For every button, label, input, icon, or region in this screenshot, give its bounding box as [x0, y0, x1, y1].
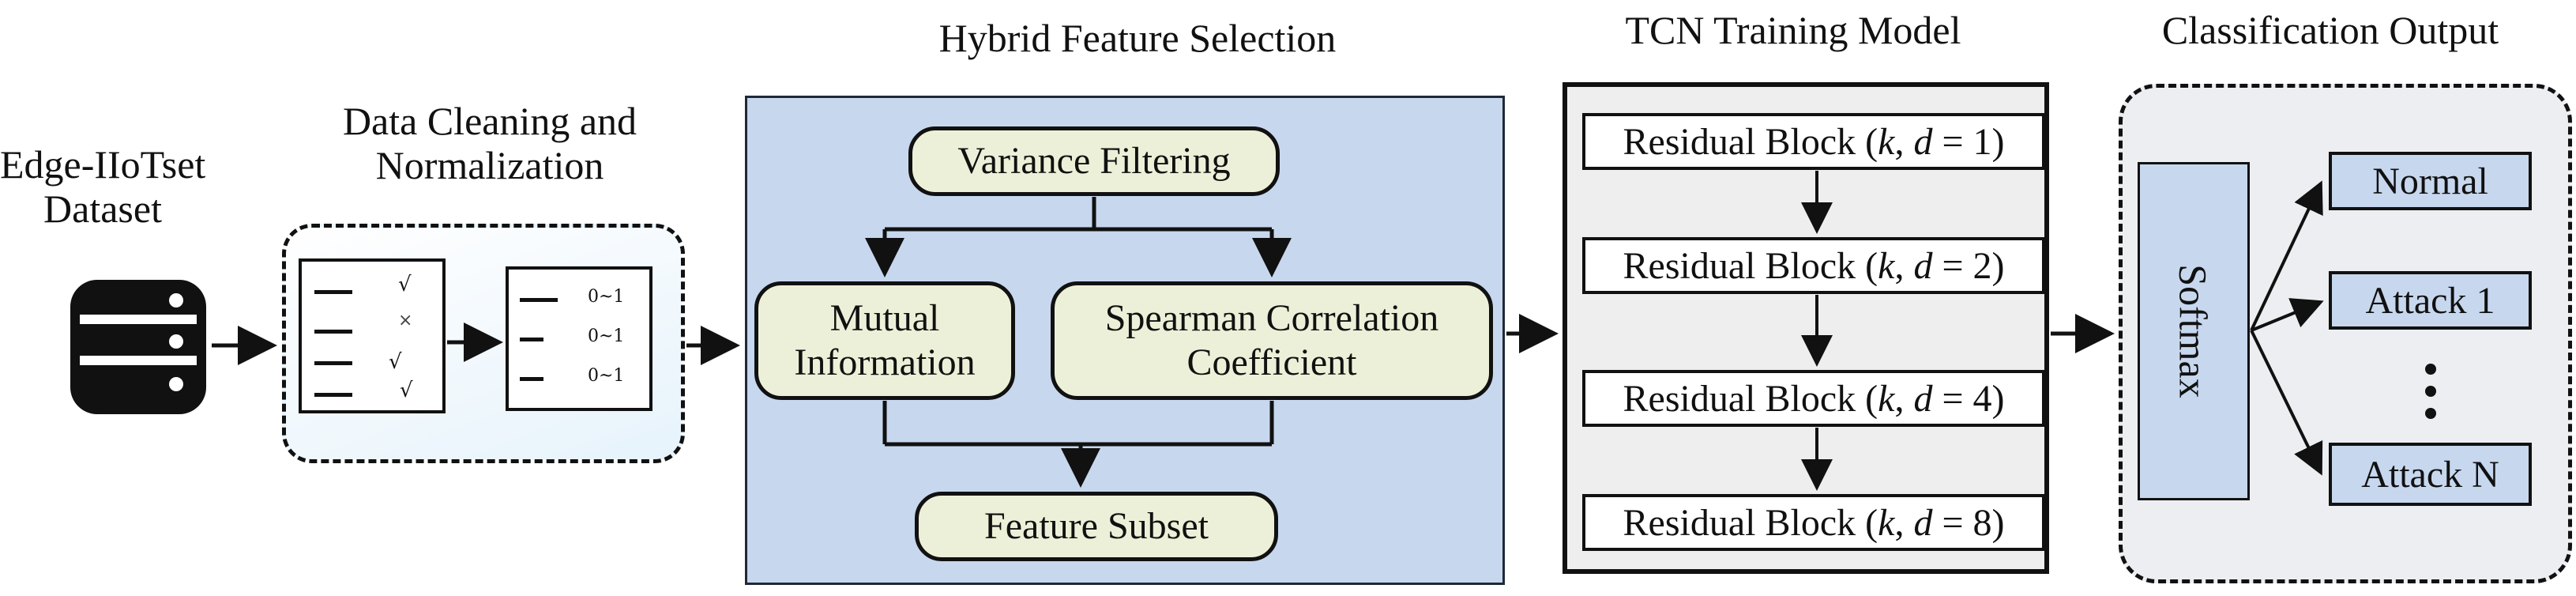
hybrid-title: Hybrid Feature Selection — [938, 16, 1337, 60]
row-line — [520, 377, 543, 381]
classification-title: Classification Output — [2161, 8, 2499, 52]
spearman-line-2: Coefficient — [1186, 341, 1357, 383]
range-label: 0~1 — [588, 366, 625, 386]
dataset-title-line-2: Dataset — [43, 187, 162, 231]
cleaning-title-line-1: Data Cleaning and — [342, 99, 637, 143]
check-mark: √ — [389, 350, 402, 374]
residual-block-3: Residual Block (k, d = 4) — [1582, 370, 2045, 427]
residual-block-2: Residual Block (k, d = 2) — [1582, 237, 2045, 294]
dilation-value: 2 — [1972, 244, 1992, 287]
output-normal: Normal — [2329, 152, 2532, 210]
database-icon — [70, 280, 206, 414]
dilation-value: 1 — [1972, 120, 1992, 163]
variance-filtering-box: Variance Filtering — [908, 126, 1280, 196]
ellipsis-dot — [2425, 386, 2436, 397]
residual-block-label: Residual Block — [1623, 377, 1856, 420]
spearman-line-1: Spearman Correlation — [1104, 297, 1439, 339]
residual-block-1: Residual Block (k, d = 1) — [1582, 113, 2045, 170]
cross-mark: × — [398, 311, 413, 330]
dataset-title: Edge-IIoTset Dataset — [0, 142, 205, 231]
ellipsis-dot — [2425, 364, 2436, 375]
row-line — [520, 298, 558, 302]
spearman-correlation-box: Spearman Correlation Coefficient — [1051, 281, 1493, 400]
row-line — [314, 361, 352, 365]
normalized-data-sheet: 0~1 0~1 0~1 — [506, 266, 652, 411]
residual-block-label: Residual Block — [1623, 244, 1856, 287]
residual-block-label: Residual Block — [1623, 120, 1856, 163]
check-mark: √ — [398, 273, 412, 296]
softmax-label: Softmax — [2172, 264, 2216, 398]
mutual-line-1: Mutual — [829, 297, 940, 339]
range-label: 0~1 — [588, 287, 625, 307]
output-attack-n: Attack N — [2329, 443, 2532, 506]
row-line — [520, 338, 543, 341]
cleaning-title-line-2: Normalization — [375, 143, 604, 187]
check-mark: √ — [400, 379, 413, 402]
cleaning-title: Data Cleaning and Normalization — [284, 99, 695, 187]
feature-subset-box: Feature Subset — [915, 492, 1278, 561]
residual-block-label: Residual Block — [1623, 501, 1856, 544]
ellipsis-dot — [2425, 408, 2436, 419]
dilation-value: 4 — [1972, 377, 1992, 420]
dilation-value: 8 — [1972, 501, 1992, 544]
softmax-box: Softmax — [2138, 162, 2250, 500]
raw-data-sheet: √ × √ √ — [299, 258, 446, 413]
tcn-title: TCN Training Model — [1625, 8, 1961, 52]
mutual-line-2: Information — [794, 341, 976, 383]
mutual-information-box: Mutual Information — [754, 281, 1015, 400]
range-label: 0~1 — [588, 326, 625, 346]
output-attack-1: Attack 1 — [2329, 271, 2532, 330]
row-line — [314, 330, 352, 334]
residual-block-4: Residual Block (k, d = 8) — [1582, 494, 2045, 551]
row-line — [314, 290, 352, 294]
row-line — [314, 393, 352, 397]
dataset-title-line-1: Edge-IIoTset — [0, 142, 206, 187]
